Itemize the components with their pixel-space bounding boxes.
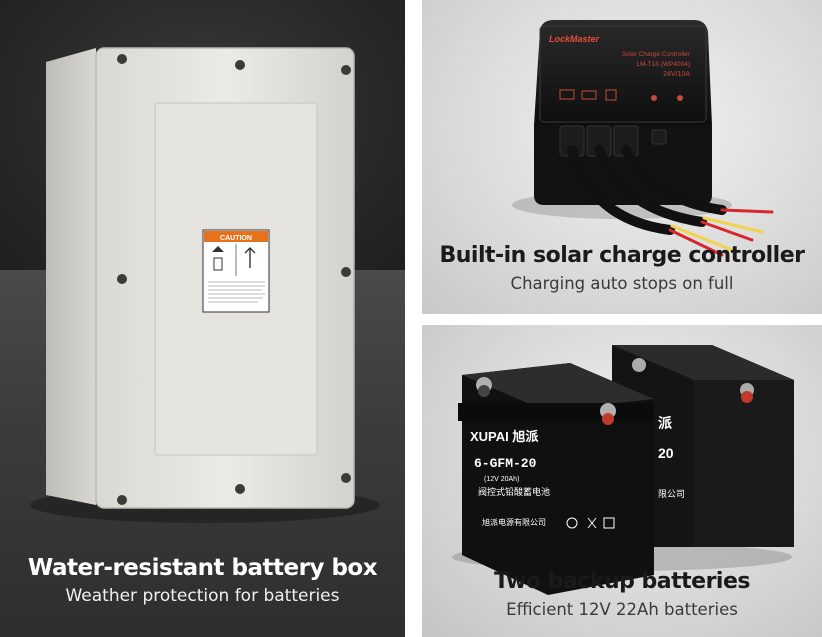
controller-model-line1: Solar Charge Controller — [622, 51, 691, 58]
battery-box-subtitle: Weather protection for batteries — [65, 586, 340, 606]
batteries-title: Two backup batteries — [494, 569, 750, 594]
batteries-subtitle: Efficient 12V 22Ah batteries — [506, 600, 738, 619]
controller-model-line3: 24V/10A — [663, 71, 690, 78]
box-screws — [117, 54, 351, 505]
front-battery-symbols — [566, 517, 615, 529]
front-battery-maker: 旭派电源有限公司 — [482, 517, 546, 527]
batteries-panel: 派 20 限公司 XUPAI 旭派 6-GFM-20 (12V 20Ah) 阀控… — [422, 325, 822, 637]
rear-battery-brand: 派 — [658, 415, 673, 431]
controller-body — [534, 20, 712, 125]
front-battery-brand: XUPAI 旭派 — [470, 429, 539, 444]
controller-icons — [559, 89, 683, 101]
front-battery: XUPAI 旭派 6-GFM-20 (12V 20Ah) 阀控式铅酸蓄电池 旭派… — [458, 363, 654, 595]
rear-battery: 派 20 限公司 — [612, 345, 794, 547]
front-battery-type: 阀控式铅酸蓄电池 — [478, 486, 550, 498]
rear-battery-model: 20 — [658, 445, 674, 461]
controller-model-line2: LM-T18 (WP4004) — [637, 61, 690, 68]
front-battery-model: 6-GFM-20 — [474, 456, 537, 471]
battery-box-title: Water-resistant battery box — [27, 555, 378, 581]
battery-box-illustration: CAUTION — [30, 47, 380, 523]
charge-controller-illustration: LockMaster Solar Charge Controller LM-T1… — [512, 20, 774, 257]
charge-controller-panel: LockMaster Solar Charge Controller LM-T1… — [422, 0, 822, 314]
caution-label-heading: CAUTION — [220, 235, 252, 242]
front-battery-spec: (12V 20Ah) — [484, 476, 519, 483]
battery-box-panel: CAUTION Water-resistant battery box Weat… — [0, 0, 405, 637]
box-side — [46, 48, 96, 505]
wires — [567, 145, 774, 257]
charge-controller-subtitle: Charging auto stops on full — [510, 274, 734, 293]
rear-battery-maker: 限公司 — [658, 489, 685, 499]
charge-controller-title: Built-in solar charge controller — [439, 243, 805, 268]
cable-glands — [559, 125, 667, 157]
batteries-illustration: 派 20 限公司 XUPAI 旭派 6-GFM-20 (12V 20Ah) 阀控… — [452, 345, 794, 595]
controller-brand: LockMaster — [549, 34, 600, 44]
